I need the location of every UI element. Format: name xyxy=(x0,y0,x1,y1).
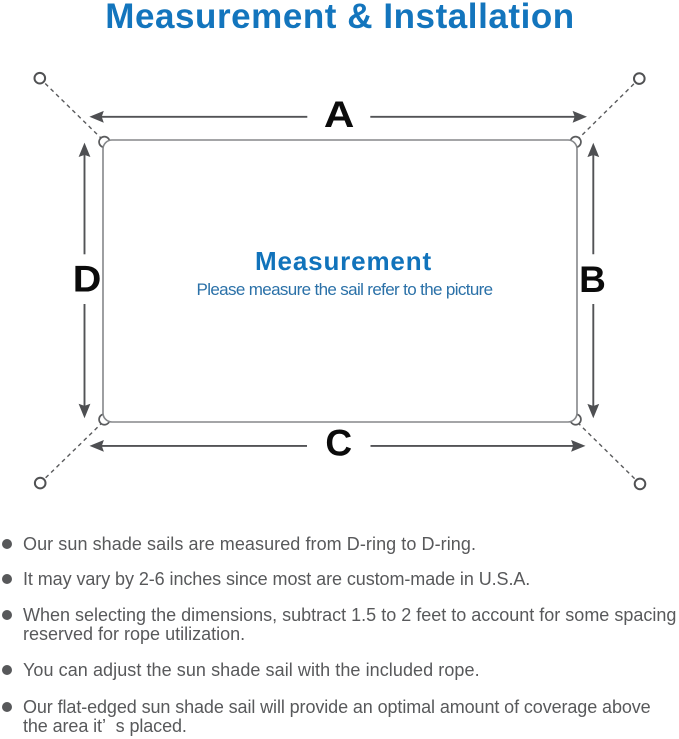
svg-text:B: B xyxy=(579,259,606,300)
svg-text:D: D xyxy=(73,259,102,301)
svg-text:C: C xyxy=(325,423,352,464)
svg-text:A: A xyxy=(324,94,354,135)
